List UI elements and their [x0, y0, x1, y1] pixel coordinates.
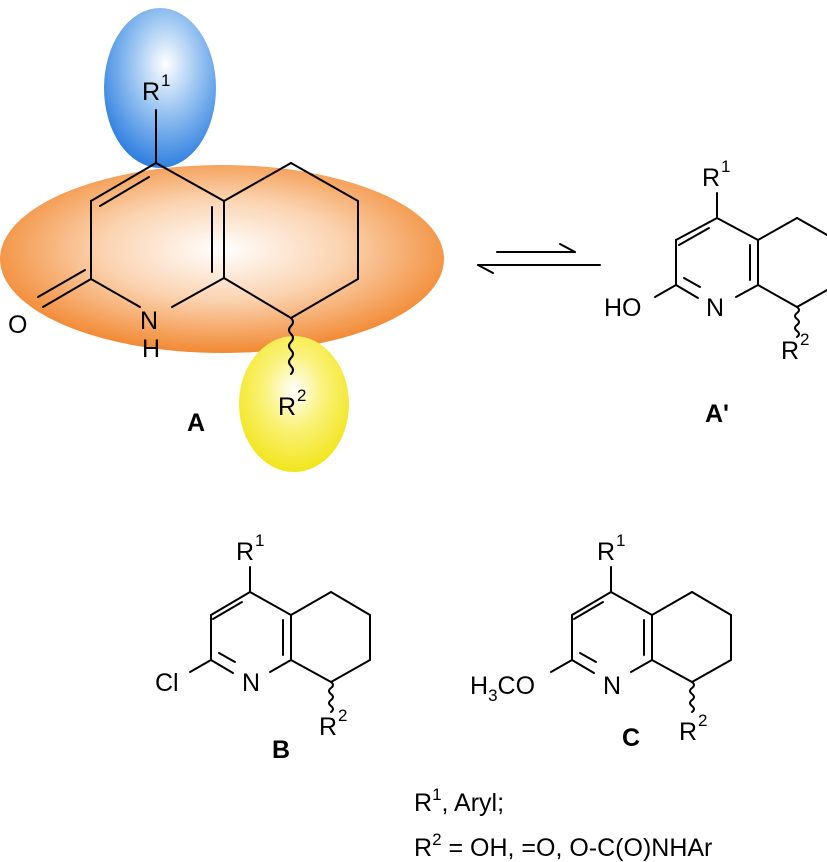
atom-a-prime-r1: R — [702, 164, 720, 192]
structure-a: O N H R 1 R 2 A — [0, 8, 444, 472]
atom-b-r2-sup: 2 — [338, 706, 347, 725]
structure-c: R 1 H3CO N R 2 C — [470, 531, 732, 752]
atom-c-h3co-h: H — [470, 672, 488, 700]
legend-line-2-r: R — [414, 834, 432, 862]
atom-a-prime-r2: R — [781, 337, 799, 365]
atom-c-r1-sup: 1 — [616, 531, 625, 550]
caption-c: C — [622, 724, 640, 752]
atom-b-r1-sup: 1 — [255, 531, 264, 550]
atom-c-r1: R — [597, 538, 615, 566]
atom-c-h3co-sub: 3 — [488, 686, 497, 705]
atom-a-prime-n: N — [706, 294, 724, 322]
core-region-highlight — [0, 165, 444, 353]
structure-b-bonds — [189, 566, 371, 713]
substituent-legend: R1, Aryl; R2 = OH, =O, O-C(O)NHAr — [414, 785, 712, 862]
atom-b-n: N — [242, 669, 260, 697]
legend-line-1: R1, Aryl; — [414, 785, 504, 817]
r1-region-highlight — [104, 8, 216, 168]
caption-b: B — [272, 736, 290, 764]
atom-a-h: H — [142, 335, 160, 363]
atom-a-r1: R — [142, 78, 160, 106]
structure-b: R 1 Cl N R 2 B — [155, 531, 371, 764]
structure-a-prime-bonds — [654, 192, 827, 338]
legend-line-2-text: = OH, =O, O-C(O)NHAr — [442, 834, 713, 862]
atom-a-r1-sup: 1 — [161, 71, 170, 90]
legend-line-2-sup: 2 — [432, 830, 441, 849]
atom-c-n: N — [603, 672, 621, 700]
atom-b-r1: R — [236, 538, 254, 566]
equilibrium-arrows — [477, 243, 601, 274]
structure-a-prime: R 1 HO N R 2 A' — [604, 157, 827, 428]
legend-line-2: R2 = OH, =O, O-C(O)NHAr — [414, 830, 712, 862]
atom-a-r2: R — [278, 393, 296, 421]
atom-a-n: N — [140, 307, 158, 335]
atom-a-prime-ho: HO — [604, 294, 642, 322]
legend-line-1-text: , Aryl; — [442, 789, 505, 817]
legend-line-1-sup: 1 — [432, 785, 441, 804]
atom-c-r2: R — [679, 718, 697, 746]
structure-c-bonds — [550, 566, 732, 713]
r2-region-highlight — [239, 336, 349, 472]
atom-c-h3co-co: CO — [498, 672, 536, 700]
legend-line-1-r: R — [414, 789, 432, 817]
atom-a-r2-sup: 2 — [297, 386, 306, 405]
atom-b-r2: R — [319, 713, 337, 741]
atom-a-o: O — [8, 311, 27, 339]
caption-a: A — [187, 409, 205, 437]
caption-a-prime: A' — [705, 400, 729, 428]
structure-a-bonds — [37, 109, 359, 375]
atom-a-prime-r2-sup: 2 — [800, 330, 809, 349]
atom-a-prime-r1-sup: 1 — [721, 157, 730, 176]
atom-c-r2-sup: 2 — [698, 711, 707, 730]
atom-b-cl: Cl — [155, 669, 179, 697]
atom-c-h3co: H3CO — [470, 672, 535, 705]
